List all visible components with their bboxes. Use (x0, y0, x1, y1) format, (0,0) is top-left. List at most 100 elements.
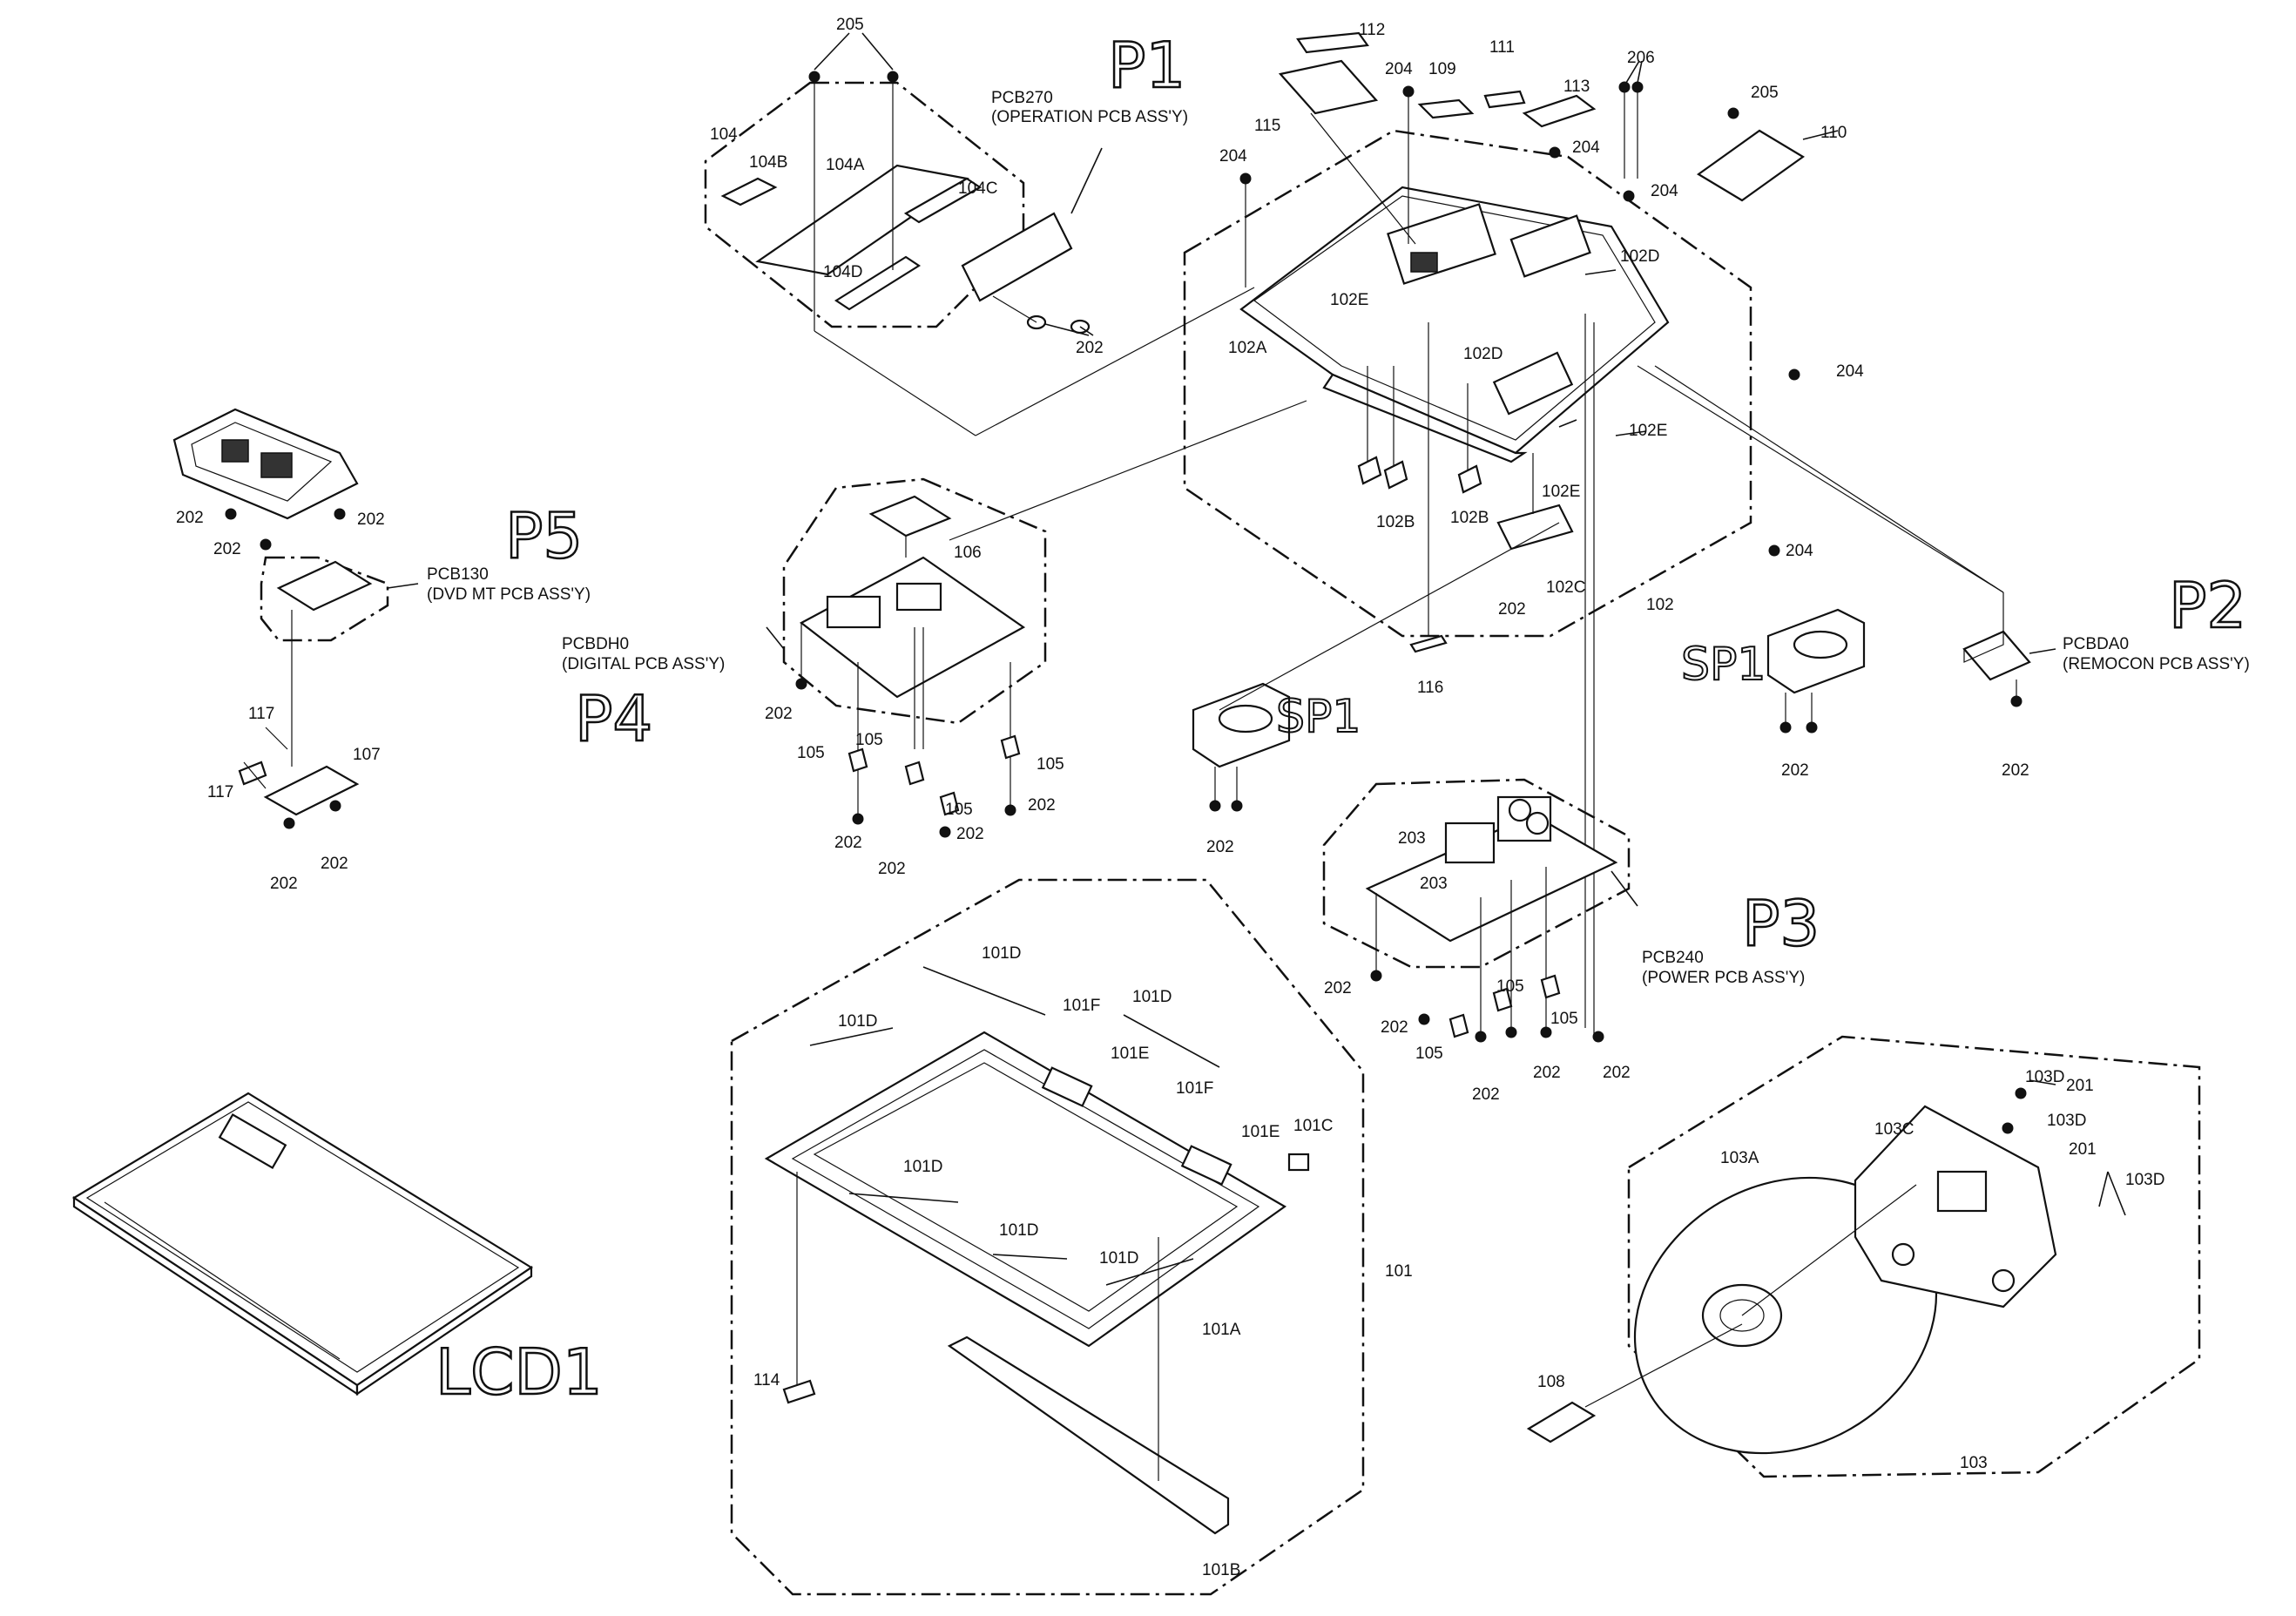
tag-p3: P3 (1742, 887, 1820, 960)
callout: 201 (2066, 1077, 2094, 1095)
label-pcb270-desc: (OPERATION PCB ASS'Y) (991, 108, 1188, 126)
tag-p4: P4 (575, 682, 652, 755)
label-pcbdh0-desc: (DIGITAL PCB ASS'Y) (562, 655, 725, 673)
callout: 109 (1428, 60, 1456, 78)
group-102-back-cabinet (1183, 31, 2004, 1037)
callout: 101D (903, 1158, 942, 1176)
part-107-board (263, 765, 360, 816)
group-p4-boundary (782, 477, 1047, 725)
callout: 202 (176, 509, 204, 527)
tag-p5: P5 (505, 499, 583, 572)
group-p2-remocon (1962, 592, 2056, 707)
label-pcbdh0: PCBDH0 (562, 635, 629, 653)
label-pcb270: PCB270 (991, 89, 1053, 107)
callout: 114 (753, 1371, 780, 1389)
pcbdh0-board (799, 556, 1026, 699)
callout: 204 (1836, 362, 1864, 381)
callout: 102A (1228, 339, 1267, 357)
callout: 102D (1463, 345, 1503, 363)
callout: 202 (1603, 1064, 1631, 1082)
callout: 107 (353, 746, 381, 764)
callout: 108 (1537, 1373, 1565, 1391)
callout: 202 (213, 540, 241, 558)
callout: 103D (2125, 1171, 2164, 1189)
label-pcb240-desc: (POWER PCB ASS'Y) (1642, 969, 1805, 987)
callout: 103D (2047, 1112, 2086, 1130)
callout: 102C (1546, 578, 1585, 597)
callout: 202 (834, 834, 862, 852)
part-109 (1417, 98, 1475, 119)
callout: 202 (1781, 761, 1809, 780)
part-112 (1296, 31, 1369, 54)
label-pcbda0-desc: (REMOCON PCB ASS'Y) (2063, 655, 2250, 673)
callout: 202 (1028, 796, 1056, 815)
part-111 (1483, 90, 1526, 109)
callout: 102E (1629, 422, 1667, 440)
callout: 105 (855, 731, 883, 749)
tag-p2: P2 (2169, 569, 2246, 642)
callout: 201 (2069, 1140, 2097, 1159)
callout: 202 (1324, 979, 1352, 997)
tag-sp1-right: SP1 (1681, 639, 1766, 691)
callout: 202 (357, 510, 385, 529)
callout: 202 (1076, 339, 1104, 357)
group-101-boundary (730, 878, 1365, 1596)
callout: 204 (1572, 139, 1600, 157)
callout: 104 (710, 125, 738, 144)
label-pcb130-desc: (DVD MT PCB ASS'Y) (427, 585, 591, 604)
callout: 105 (1496, 977, 1524, 996)
callout: 102 (1646, 596, 1674, 614)
callout: 104A (826, 156, 865, 174)
group-p3-power (1322, 778, 1638, 1043)
part-101b-strip (947, 1335, 1230, 1535)
callout: 105 (1415, 1045, 1443, 1063)
part-104c-buttons (903, 177, 983, 224)
group-p4-digital (766, 400, 1307, 838)
callout: 101 (1385, 1262, 1413, 1281)
callout: 117 (248, 705, 274, 723)
callout: 112 (1359, 21, 1385, 39)
callout: 103 (1960, 1454, 1988, 1472)
callout: 101E (1111, 1045, 1149, 1063)
part-102-lower-frame (1322, 373, 1528, 463)
callout: 104B (749, 153, 787, 172)
callout: 101D (1099, 1249, 1138, 1268)
callout: 202 (270, 875, 298, 893)
part-104b-strip (720, 177, 778, 206)
callout: 101D (1132, 988, 1172, 1006)
callout: 103C (1874, 1120, 1914, 1139)
pcb130-board (276, 560, 373, 612)
callout: 102E (1330, 291, 1368, 309)
group-sp1-speakers (1192, 522, 1866, 812)
callout: 102E (1542, 483, 1580, 501)
part-110 (1696, 129, 1806, 202)
callout: 202 (1498, 600, 1526, 619)
callout: 202 (2002, 761, 2029, 780)
label-pcbda0: PCBDA0 (2063, 635, 2129, 653)
group-102-boundary (1183, 129, 1752, 638)
group-lcd1-panel (71, 1092, 534, 1396)
callout: 105 (797, 744, 825, 762)
callout: 101B (1202, 1561, 1240, 1579)
group-p1-boundary (704, 81, 1025, 328)
callout: 202 (1381, 1018, 1408, 1037)
callout: 203 (1420, 875, 1448, 893)
callout: 101D (982, 944, 1021, 963)
callout: 203 (1398, 829, 1426, 848)
tag-p1: P1 (1108, 29, 1185, 102)
part-115 (1278, 59, 1379, 115)
label-layer: P1 P2 P3 P4 P5 SP1 SP1 LCD1 PCB270 (OPER… (176, 16, 2250, 1579)
group-p5-dvd (172, 408, 419, 829)
pcb270-board (961, 212, 1073, 302)
tag-sp1-left: SP1 (1276, 691, 1361, 743)
callout: 204 (1651, 182, 1678, 200)
part-113 (1522, 94, 1597, 128)
label-pcb240: PCB240 (1642, 949, 1704, 967)
callout: 101C (1293, 1117, 1333, 1135)
callout: 202 (1206, 838, 1234, 856)
callout: 104C (958, 179, 997, 198)
pcbda0-board (1962, 630, 2031, 681)
callout: 117 (207, 783, 233, 801)
callout: 204 (1385, 60, 1413, 78)
